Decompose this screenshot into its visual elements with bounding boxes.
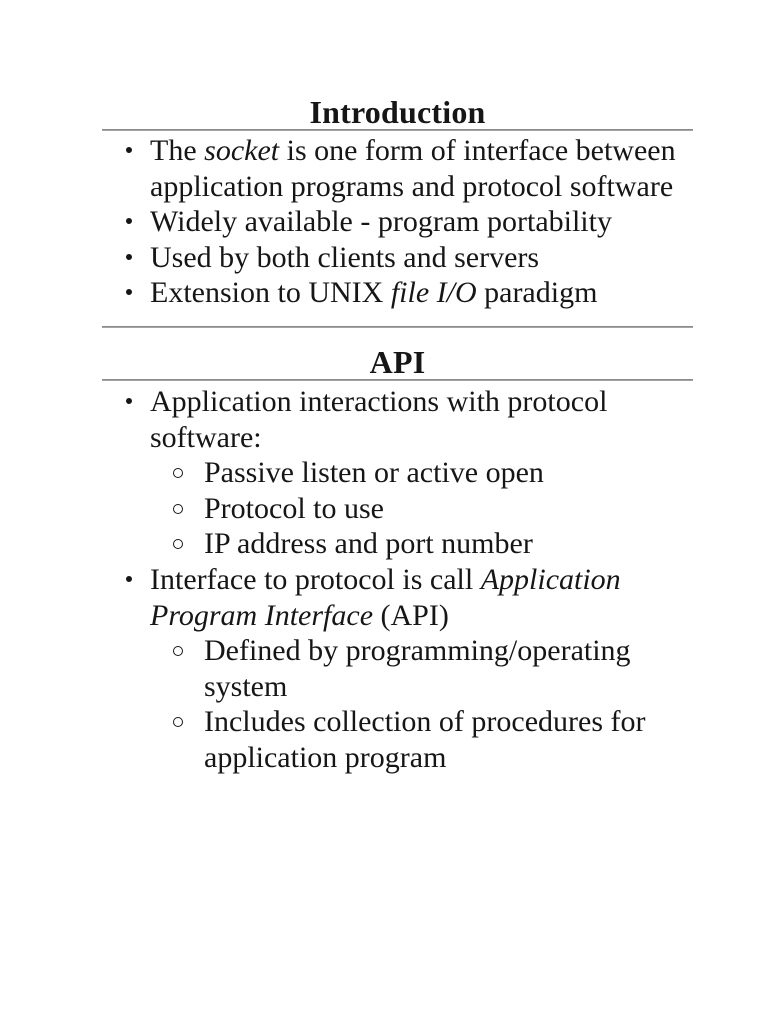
section-divider-rule (102, 325, 693, 328)
bullet-list-api: Application interactions with protocol s… (102, 384, 693, 776)
circle-bullet-icon (173, 468, 183, 479)
bullet-item: Interface to protocol is call Applicatio… (102, 562, 693, 633)
bullet-dot-icon (126, 289, 132, 296)
heading-rule-introduction (102, 129, 693, 131)
bullet-text-run: Interface to protocol is call (150, 562, 481, 596)
bullet-text-run: paradigm (476, 276, 598, 310)
bullet-item: Extension to UNIX file I/O paradigm (102, 275, 693, 311)
bullet-item: Widely available - program portability (102, 204, 693, 240)
sub-bullet-item: Protocol to use (102, 491, 693, 527)
bullet-text-run: Application interactions with protocol s… (150, 384, 608, 454)
bullet-text-run: IP address and port number (204, 527, 533, 561)
circle-bullet-icon (173, 717, 183, 728)
bullet-text-run: Passive listen or active open (204, 456, 544, 490)
sub-bullet-item: Passive listen or active open (102, 455, 693, 491)
bullet-text-run: Protocol to use (204, 491, 384, 525)
bullet-dot-icon (126, 218, 132, 225)
bullet-item: Used by both clients and servers (102, 240, 693, 276)
sub-bullet-item: Includes collection of procedures for ap… (102, 704, 693, 775)
bullet-text-run: is one form of interface between applica… (150, 134, 676, 203)
bullet-text-run: (API) (373, 598, 449, 632)
section-title-api: API (369, 343, 426, 380)
bullet-item: Application interactions with protocol s… (102, 384, 693, 455)
bullet-list-introduction: The socket is one form of interface betw… (102, 133, 693, 311)
bullet-text-run: The (150, 134, 205, 167)
bullet-text-run-italic: socket (204, 134, 280, 167)
circle-bullet-icon (173, 539, 183, 550)
bullet-dot-icon (126, 253, 132, 260)
heading-rule-api (102, 378, 693, 381)
bullet-item: The socket is one form of interface betw… (102, 133, 693, 204)
bullet-dot-icon (126, 147, 132, 153)
sub-bullet-item: Defined by programming/operating system (102, 633, 693, 704)
content-column: Introduction The socket is one form of i… (102, 0, 693, 776)
sub-bullet-item: IP address and port number (102, 526, 693, 562)
circle-bullet-icon (173, 646, 183, 657)
bullet-text-run: Includes collection of procedures for ap… (204, 705, 646, 774)
bullet-text-run: Defined by programming/operating system (204, 634, 631, 703)
circle-bullet-icon (173, 503, 183, 514)
bullet-text-run-italic: Application Program Interface (150, 562, 621, 632)
bullet-text-run: Extension to UNIX (150, 276, 391, 310)
bullet-dot-icon (126, 575, 132, 582)
bullet-text-run: Used by both clients and servers (150, 240, 540, 274)
bullet-text-run: Widely available - program portability (150, 205, 612, 239)
section-title-introduction: Introduction (309, 94, 486, 130)
bullet-text-run-italic: file I/O (390, 276, 477, 310)
bullet-dot-icon (126, 397, 132, 404)
